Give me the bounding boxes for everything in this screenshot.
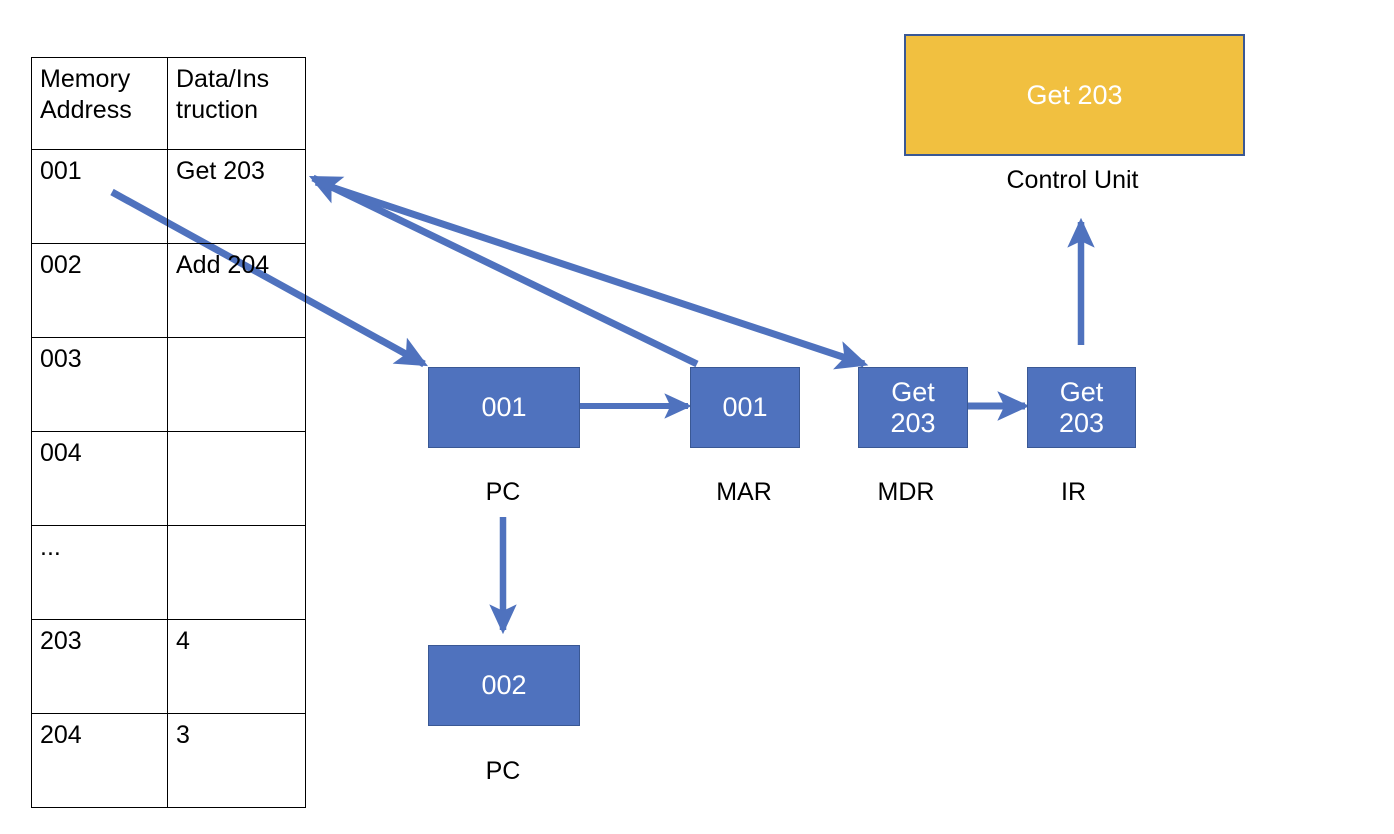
cell-data [167, 525, 306, 620]
arrow-memory-to-mdr [314, 178, 869, 370]
cell-data: Get 203 [167, 149, 306, 244]
register-mar-label: MAR [716, 478, 772, 506]
register-pc-bottom: 002 [428, 645, 580, 726]
register-mar-value: 001 [722, 392, 768, 423]
cell-data: 4 [167, 619, 306, 714]
cell-data [167, 337, 306, 432]
control-unit-box: Get 203 [904, 34, 1245, 156]
table-row: 001 Get 203 [31, 149, 306, 244]
register-pc-bottom-label: PC [485, 757, 521, 785]
cell-data: Add 204 [167, 243, 306, 338]
register-pc-top-label: PC [485, 478, 521, 506]
register-mdr-label: MDR [877, 478, 935, 506]
header-data-instruction: Data/Ins truction [167, 57, 306, 150]
memory-table: Memory Address Data/Ins truction 001 Get… [31, 57, 306, 808]
header-memory-address: Memory Address [31, 57, 168, 150]
cell-data [167, 431, 306, 526]
register-pc-top-value: 001 [481, 392, 527, 423]
table-header-row: Memory Address Data/Ins truction [31, 57, 306, 150]
control-unit-label: Control Unit [1006, 166, 1139, 194]
cell-address: 203 [31, 619, 168, 714]
cell-data: 3 [167, 713, 306, 808]
cell-address: 002 [31, 243, 168, 338]
table-row: 004 [31, 431, 306, 526]
register-mdr: Get 203 [858, 367, 968, 448]
table-row: 203 4 [31, 619, 306, 714]
table-row: 002 Add 204 [31, 243, 306, 338]
register-pc-top: 001 [428, 367, 580, 448]
cell-address: 001 [31, 149, 168, 244]
register-mdr-value: Get 203 [890, 376, 936, 438]
cell-address: 004 [31, 431, 168, 526]
cell-address: 204 [31, 713, 168, 808]
register-ir-label: IR [1061, 478, 1086, 506]
table-row: 204 3 [31, 713, 306, 808]
cell-address: ... [31, 525, 168, 620]
control-unit-value: Get 203 [1026, 79, 1123, 110]
table-row: 003 [31, 337, 306, 432]
register-pc-bottom-value: 002 [481, 670, 527, 701]
arrow-mar-to-memory [308, 174, 699, 368]
register-ir: Get 203 [1027, 367, 1136, 448]
cell-address: 003 [31, 337, 168, 432]
register-mar: 001 [690, 367, 800, 448]
register-ir-value: Get 203 [1058, 376, 1105, 438]
table-row: ... [31, 525, 306, 620]
